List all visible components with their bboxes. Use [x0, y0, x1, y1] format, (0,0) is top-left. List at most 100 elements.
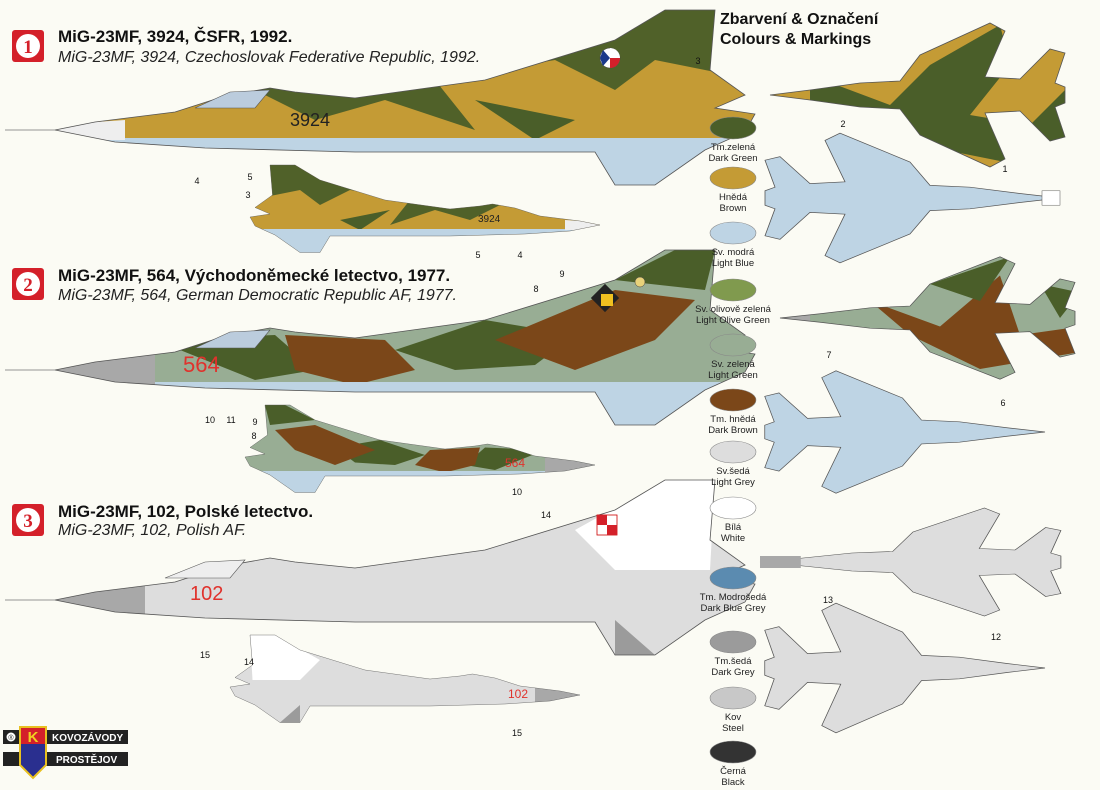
- badge-number: 1: [23, 37, 33, 58]
- callout: 3: [695, 56, 700, 66]
- colours-heading-cz: Zbarvení & Označení: [720, 11, 879, 28]
- logo-top-text: KOVOZÁVODY: [52, 731, 123, 744]
- registered-mark: ®: [8, 734, 14, 742]
- swatch-ellipse: [709, 686, 757, 710]
- aircraft-title: MiG-23MF, 564, Východoněmecké letectvo, …: [58, 266, 450, 285]
- callout: 14: [541, 510, 551, 520]
- swatch-ellipse: [709, 278, 757, 302]
- callout: 12: [991, 632, 1001, 642]
- logo-bottom-text: PROSTĚJOV: [56, 753, 117, 766]
- aircraft-1-header: 1 MiG-23MF, 3924, ČSFR, 1992. MiG-23MF, …: [12, 27, 480, 66]
- aircraft-3-side-profile-small: [229, 634, 581, 723]
- logo-mark: K: [28, 729, 39, 746]
- swatch-label-en: Light Green: [708, 370, 758, 381]
- swatch-ellipse: [709, 566, 757, 590]
- swatch-label-en: Dark Blue Grey: [701, 603, 766, 614]
- swatch-label-cz: Sv. zelená: [711, 359, 755, 370]
- callout: 3: [245, 190, 250, 200]
- swatch-label-cz: Sv.šedá: [716, 466, 750, 477]
- swatch-label-en: Dark Brown: [708, 425, 758, 436]
- serial-number: 3924: [290, 110, 330, 130]
- swatch-ellipse: [709, 440, 757, 464]
- callout: 1: [1002, 164, 1007, 174]
- callout: 4: [194, 176, 199, 186]
- swatch-label-en: Black: [721, 777, 744, 788]
- callout: 6: [1000, 398, 1005, 408]
- swatch-ellipse: [709, 740, 757, 764]
- callout: 5: [475, 250, 480, 260]
- swatch-label-en: Light Blue: [712, 258, 754, 269]
- swatch-label-en: Steel: [722, 723, 744, 734]
- swatch-label-en: Dark Grey: [711, 667, 755, 678]
- callout: 8: [251, 431, 256, 441]
- swatch-label-en: Light Grey: [711, 477, 755, 488]
- aircraft-1-side-profile: 3924: [5, 9, 756, 186]
- callout: 9: [559, 269, 564, 279]
- callout: 15: [200, 650, 210, 660]
- aircraft-2-side-profile: 564: [5, 249, 756, 426]
- swatch-ellipse: [709, 388, 757, 412]
- callout: 2: [840, 119, 845, 129]
- aircraft-3-top-view: [759, 507, 1062, 617]
- badge-circle: [16, 272, 40, 296]
- aircraft-title: MiG-23MF, 102, Polské letectvo.: [58, 502, 313, 521]
- swatch-label-en: White: [721, 533, 745, 544]
- swatch-label-cz: Hnědá: [719, 192, 748, 203]
- callout: 14: [244, 657, 254, 667]
- aircraft-2-bottom-view: [764, 370, 1046, 494]
- polish-checkerboard: [596, 514, 618, 536]
- callout: 11: [226, 415, 235, 425]
- aircraft-2-header: 2 MiG-23MF, 564, Východoněmecké letectvo…: [12, 266, 457, 304]
- serial-number-small: 102: [508, 687, 528, 701]
- colours-heading-en: Colours & Markings: [720, 31, 871, 48]
- callouts: 3 5 4 3 5 4 1 2 9 8 10 11 9 8 10 7 6 14 …: [194, 56, 1007, 738]
- swatch-ellipse: [709, 221, 757, 245]
- aircraft-1-side-profile-small: [249, 164, 601, 253]
- aircraft-2-side-profile-small: [244, 404, 596, 493]
- badge-number: 3: [23, 511, 33, 532]
- callout: 15: [512, 728, 522, 738]
- aircraft-3-header: 3 MiG-23MF, 102, Polské letectvo. MiG-23…: [12, 502, 313, 539]
- callout: 9: [252, 417, 257, 427]
- aircraft-1-bottom-view: [764, 132, 1061, 264]
- aircraft-2-top-view: [779, 256, 1076, 380]
- aircraft-subtitle: MiG-23MF, 102, Polish AF.: [58, 522, 246, 539]
- swatch-label-en: Light Olive Green: [696, 315, 770, 326]
- swatch-label-cz: Bílá: [725, 522, 742, 533]
- callout: 4: [517, 250, 522, 260]
- swatch-label-cz: Tm. hnědá: [710, 414, 756, 425]
- aircraft-title: MiG-23MF, 3924, ČSFR, 1992.: [58, 27, 292, 46]
- swatch-ellipse: [709, 116, 757, 140]
- swatch-label-cz: Tm.šedá: [715, 656, 753, 667]
- swatch-label-cz: Tm. Modrošedá: [700, 592, 767, 603]
- swatch-label-cz: Kov: [725, 712, 742, 723]
- badge-circle: [16, 34, 40, 58]
- swatch-label-cz: Sv. olivově zelená: [695, 304, 772, 315]
- serial-number-small: 564: [505, 456, 525, 470]
- serial-number-small: 3924: [478, 214, 501, 225]
- swatch-ellipse: [709, 630, 757, 654]
- serial-number: 564: [183, 352, 220, 377]
- callout: 5: [247, 172, 252, 182]
- swatch-ellipse: [709, 333, 757, 357]
- kovozavody-logo: ® K KOVOZÁVODY PROSTĚJOV: [3, 726, 128, 780]
- swatch-label-cz: Černá: [720, 766, 747, 777]
- badge-number: 2: [23, 275, 33, 296]
- callout: 8: [533, 284, 538, 294]
- callout: 7: [826, 350, 831, 360]
- aircraft-subtitle: MiG-23MF, 564, German Democratic Republi…: [58, 287, 457, 304]
- callout: 10: [205, 415, 215, 425]
